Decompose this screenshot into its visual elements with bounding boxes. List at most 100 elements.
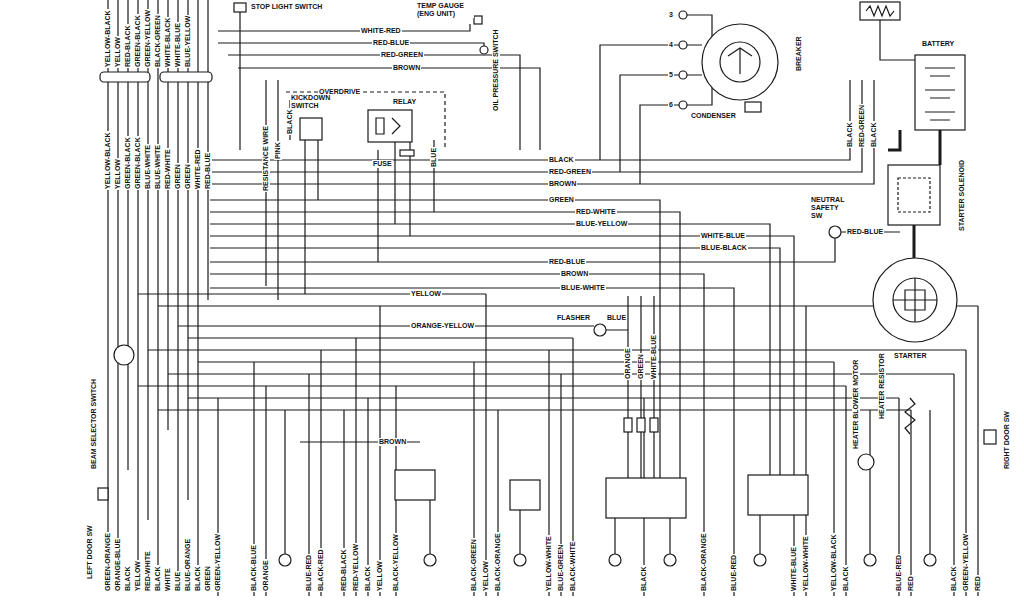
distributor-rotor [720,42,760,82]
wire-label: ORANGE [624,347,632,380]
wire-label: RED-GREEN [380,51,424,59]
top-wires [218,12,540,300]
wire-label: YELLOW-BLACK [104,9,112,68]
cable-tie [160,72,212,82]
wire-label: BLUE-BLACK [700,244,748,252]
wire-label: STOP LIGHT SWITCH [250,3,323,11]
connector-block [510,480,540,510]
blower-motor-symbol [858,454,874,470]
wire-label: YELLOW [114,158,122,190]
wire-label: YELLOW-WHITE [802,535,810,592]
wire-label: YELLOW [482,560,490,592]
wire-label: YELLOW [134,560,142,592]
fuse-symbol [650,418,658,432]
wire-label: FUSE [372,160,393,168]
wire-label: BLUE-RED [730,554,738,592]
wire-label: NEUTRAL SAFETY SW [810,196,846,220]
wire-label: RED-BLUE [204,152,212,190]
wire-label: GREEN-YELLOW [144,9,152,68]
wire-label: BLACK-YELLOW [392,533,400,592]
coil-winding [866,6,894,16]
wire-label: OIL PRESSURE SWITCH [492,28,500,112]
wire-label: BLACK [124,566,132,593]
terminal [679,41,687,49]
neutral-safety-switch-symbol [829,226,841,238]
wire-label: BLACK-BLUE [250,544,258,592]
wire-label: BLACK [286,109,294,136]
wire-label: WHITE-BLUE [650,334,658,380]
wire-label: BROWN [560,270,589,278]
solenoid-symbol [888,165,940,225]
wire-label: 4 [668,41,674,49]
lamp-symbol [924,554,936,566]
wire-label: RESISTANCE WIRE [262,125,270,192]
wire-label: 5 [668,71,674,79]
wire-label: RED [974,575,982,592]
wire-label: RED-YELLOW [352,543,360,592]
wire-label: BLACK [154,566,162,593]
wire-label: BLACK-GREEN [154,14,162,68]
wire-label: WHITE [164,567,172,592]
wire-label: ORANGE [262,559,270,592]
wire-label: GREEN [637,353,645,380]
wire-label: BLACK [870,122,878,149]
wire-label: PINK [274,141,282,160]
wire-label: BLACK [950,566,958,593]
wire-label: RED-WHITE [575,208,617,216]
wire-label: BLUE [174,571,182,592]
wire-label: WHITE-RED [360,27,402,35]
fuse-symbol [637,418,645,432]
wire-label: BLUE-WHITE [144,144,152,190]
wire-label: GREEN [184,163,192,190]
wire-label: BLUE-RED [305,554,313,592]
wire-label: RED-BLUE [846,228,884,236]
wire-label: BLUE-WHITE [560,284,606,292]
wire-label: BATTERY [921,40,955,48]
distributor-symbol [702,24,778,100]
connector-block [395,470,435,500]
wire-label: BLACK [640,566,648,593]
wire-label: RED-GREEN [548,168,592,176]
wire-label: GREEN-YELLOW [214,533,222,592]
wire-label: STARTER [893,352,928,360]
relay-symbol [368,110,412,142]
wire-label: GREEN [174,163,182,190]
wire-label: LEFT DOOR SW [86,524,94,580]
wire-label: BROWN [392,64,421,72]
wire-label: RED-BLUE [548,258,586,266]
kickdown-switch-symbol [300,118,322,140]
wire-label: BLACK [548,156,575,164]
lamp-symbol [279,554,291,566]
wire-label: RED-BLACK [124,24,132,68]
wire-label: BLUE-GREEN [557,544,565,592]
terminal [679,71,687,79]
wire-label: TEMP GAUGE (ENG UNIT) [416,2,474,18]
wire-label: STARTER SOLENOID [958,159,966,232]
wire-label: BLACK-RED [317,548,325,592]
wire-label: YELLOW-BLACK [830,533,838,592]
oil-switch-symbol [480,46,488,54]
wire-label: GREEN-YELLOW [962,533,970,592]
wire-label: CONDENSER [690,112,737,120]
wire-label: HEATER BLOWER MOTOR [852,359,860,450]
wire-label: BLACK [846,122,854,149]
wire-label: BLUE [606,314,627,322]
wire-label: ORANGE-BLUE [114,538,122,592]
temp-gauge-symbol [474,16,482,24]
wire-label: RED-WHITE [164,148,172,190]
cable-tie [100,72,150,82]
wire-label: WHITE-BLUE [174,22,182,68]
wire-label: YELLOW-WHITE [545,535,553,592]
battery-symbol [915,55,965,130]
terminal [679,101,687,109]
wire-label: KICKDOWN SWITCH [290,94,334,110]
drop-wires [218,294,978,596]
wire-label: YELLOW-BLACK [104,131,112,190]
wire-label: BLACK-WHITE [569,541,577,592]
stop-light-switch-symbol [234,3,246,12]
wire-label: BLUE-YELLOW [184,15,192,68]
wire-label: RELAY [392,98,417,106]
